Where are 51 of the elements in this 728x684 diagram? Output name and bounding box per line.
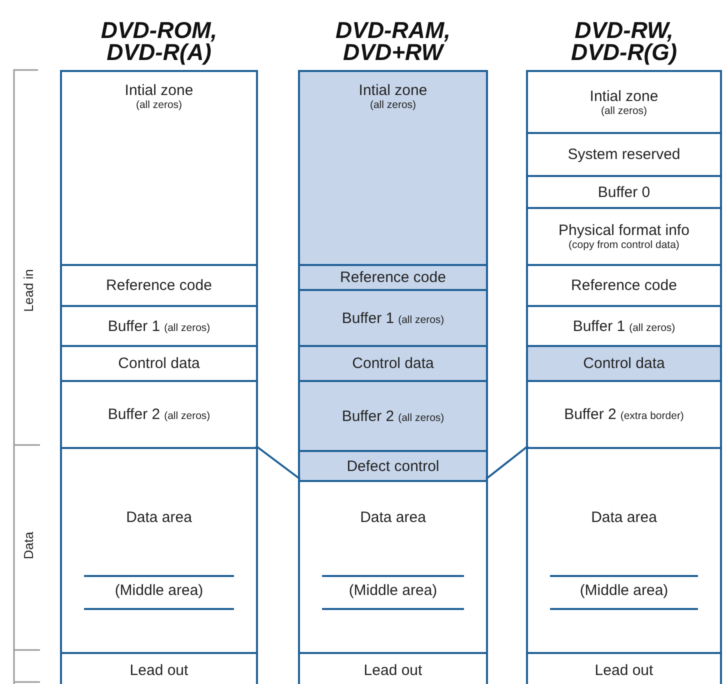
segment-label: Intial zone bbox=[358, 82, 428, 99]
segment-note: (copy from control data) bbox=[568, 239, 680, 251]
segment-label: Lead out bbox=[364, 662, 422, 678]
segment-label: Buffer 0 bbox=[598, 184, 650, 200]
segment-note: (all zeros) bbox=[164, 322, 210, 334]
column-heading: DVD-ROM, DVD-R(A) bbox=[100, 20, 218, 64]
segment-label: (Middle area) bbox=[114, 582, 204, 599]
segment-label: Control data bbox=[583, 355, 665, 372]
segment-note: (all zeros) bbox=[164, 410, 210, 422]
track-segment bbox=[300, 380, 486, 450]
track-segment bbox=[300, 345, 486, 380]
segment-note: (all zeros) bbox=[370, 99, 416, 111]
segment-label: Reference code bbox=[340, 269, 446, 286]
bracket-label: Lead in bbox=[20, 268, 36, 312]
segment-label: Data area bbox=[590, 509, 658, 526]
segment-label: Buffer 1 bbox=[572, 318, 626, 334]
segment-note: (extra border) bbox=[620, 410, 684, 422]
segment-label: Buffer 2 bbox=[108, 406, 160, 423]
bracket-label: Data bbox=[20, 531, 36, 559]
connector-line bbox=[485, 445, 529, 480]
segment-label: Data area bbox=[359, 509, 427, 526]
track-segment bbox=[300, 264, 486, 289]
segment-label: Buffer 1 bbox=[342, 310, 394, 326]
segment-label: Control data bbox=[118, 355, 200, 372]
track-segment bbox=[300, 450, 486, 480]
segment-note: (all zeros) bbox=[600, 104, 648, 116]
segment-note: (all zeros) bbox=[398, 412, 444, 424]
segment-note: (all zeros) bbox=[136, 99, 182, 111]
track-segment bbox=[528, 345, 720, 380]
segment-label: Data area bbox=[125, 509, 193, 526]
column-heading: DVD-RW, DVD-R(G) bbox=[570, 20, 678, 64]
segment-label: (Middle area) bbox=[578, 582, 670, 599]
segment-label: (Middle area) bbox=[348, 582, 438, 599]
segment-label: Physical format info bbox=[558, 222, 690, 239]
segment-label: System reserved bbox=[568, 146, 680, 163]
segment-label: Intial zone bbox=[590, 88, 658, 104]
segment-note: (all zeros) bbox=[398, 314, 444, 326]
segment-note: (all zeros) bbox=[629, 322, 676, 334]
segment-label: Reference code bbox=[106, 277, 212, 294]
segment-label: Lead out bbox=[130, 662, 188, 678]
segment-label: Buffer 2 bbox=[564, 406, 616, 423]
track-segment bbox=[300, 289, 486, 345]
segment-label: Buffer 1 bbox=[108, 318, 160, 334]
segment-label: Lead out bbox=[594, 662, 654, 678]
connector-line bbox=[255, 445, 301, 480]
segment-label: Intial zone bbox=[124, 82, 194, 99]
segment-label: Reference code bbox=[571, 277, 677, 294]
segment-label: Defect control bbox=[346, 458, 440, 474]
segment-label: Buffer 2 bbox=[342, 408, 394, 424]
segment-label: Control data bbox=[352, 355, 434, 372]
column-heading: DVD-RAM, DVD+RW bbox=[334, 20, 452, 64]
